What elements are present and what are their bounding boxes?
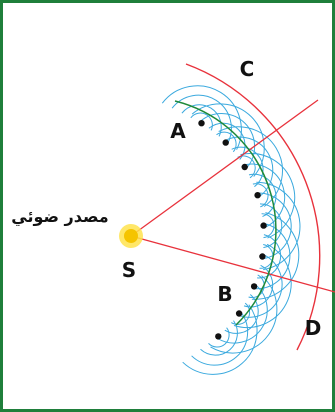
ray-upper: [130, 99, 319, 237]
light-source-icon: [124, 229, 138, 243]
wavelet-arc: [210, 275, 278, 354]
wavefront-point: [235, 310, 243, 317]
wavefront-point: [215, 333, 222, 340]
wavelet-arc: [231, 146, 264, 188]
wavelet-arc: [208, 122, 246, 160]
wavefront-point: [222, 139, 229, 146]
wavelet-arc: [181, 104, 222, 137]
wavelet-arc: [208, 327, 230, 348]
wavelet-arc: [191, 103, 265, 177]
wavefront-point: [250, 283, 258, 290]
wavelet-arc: [200, 320, 238, 356]
label-b: B: [217, 282, 232, 306]
new-wavefront-cd: [185, 63, 321, 351]
primary-wavefront-ab: [174, 100, 277, 326]
wavelet-arc: [218, 126, 283, 207]
wavelet-arc: [240, 152, 296, 239]
wavefront-points: [198, 120, 267, 340]
wavefront-point: [259, 253, 266, 260]
label-a: A: [170, 119, 186, 143]
wavelet-arc: [182, 304, 258, 375]
wavefront-point: [254, 192, 261, 199]
ray-lower: [130, 235, 335, 293]
wavelet-arc: [217, 284, 268, 344]
wavelet-arc: [248, 173, 277, 218]
source-label-arabic: مصدر ضوئي: [11, 207, 108, 227]
wavefront-point: [260, 222, 267, 229]
label-s: S: [122, 258, 136, 282]
wavelet-arc: [257, 234, 282, 279]
label-d: D: [305, 316, 322, 340]
label-c: C: [240, 57, 255, 81]
wavefront-point: [241, 163, 248, 171]
wavelet-arc: [191, 312, 249, 366]
wavelet-arc: [238, 254, 283, 318]
wavelet-arc: [259, 203, 283, 249]
wavefront-point: [198, 120, 205, 127]
